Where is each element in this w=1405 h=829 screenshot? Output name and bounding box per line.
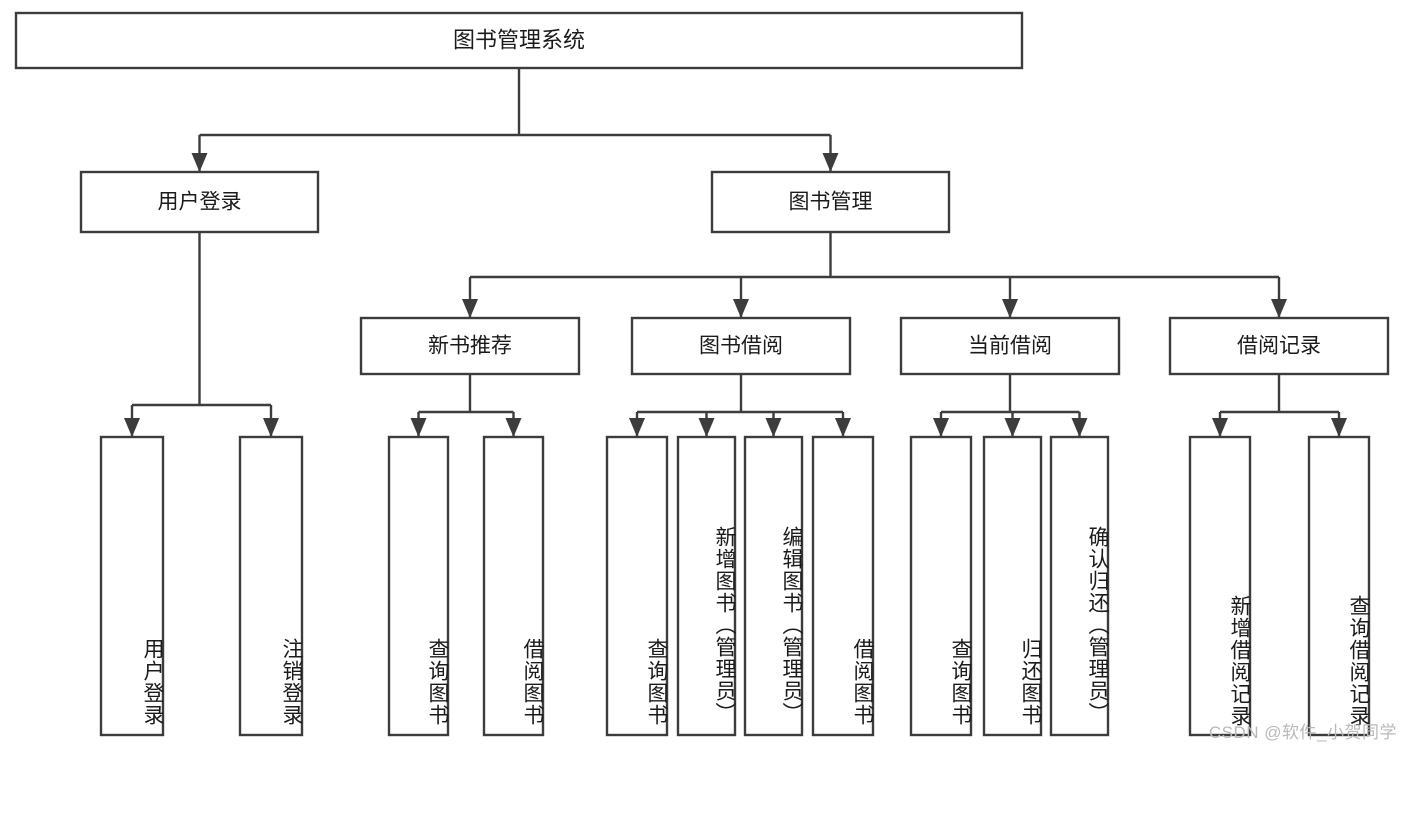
arrow-to-借阅记录-3: [1271, 299, 1287, 318]
node-leaf-查询图书-2[interactable]: [387, 435, 450, 737]
node-level2-图书管理-1[interactable]: 图书管理: [710, 170, 951, 234]
arrow-to-用户登录-0: [191, 153, 208, 172]
node-level3-借阅记录-3-label: 借阅记录: [1237, 335, 1321, 358]
node-level3-图书借阅-1-label: 图书借阅: [699, 335, 783, 358]
arrow-to-当前借阅-2: [1002, 299, 1018, 318]
node-leaf-注销登录-1[interactable]: [238, 435, 304, 737]
arrow-to-新书推荐-0: [462, 299, 478, 318]
node-leaf-查询图书-8[interactable]: [909, 435, 973, 737]
node-leaf-借阅图书-7[interactable]: [811, 435, 875, 737]
node-leaf-新增借阅记录-11[interactable]: [1188, 435, 1252, 737]
arrow-to-leaf: [835, 418, 851, 437]
node-level3-当前借阅-2-label: 当前借阅: [968, 335, 1052, 358]
node-level3-图书借阅-1-rect[interactable]: [630, 316, 852, 376]
node-level2-用户登录-0-label: 用户登录: [158, 191, 242, 214]
arrow-to-leaf: [410, 418, 427, 437]
node-level3-新书推荐-0-rect[interactable]: [359, 316, 581, 376]
node-level3-图书借阅-1[interactable]: 图书借阅: [630, 316, 852, 376]
node-leaf-用户登录-0[interactable]: [99, 435, 165, 737]
connector-layer: [124, 68, 1347, 437]
node-level3-新书推荐-0-label: 新书推荐: [428, 335, 512, 358]
node-level3-借阅记录-3-rect[interactable]: [1168, 316, 1390, 376]
node-level3-新书推荐-0[interactable]: 新书推荐: [359, 316, 581, 376]
node-leaf-归还图书-9[interactable]: [982, 435, 1043, 737]
node-leaf-借阅图书-3[interactable]: [482, 435, 545, 737]
arrow-to-leaf: [765, 418, 782, 437]
node-level2-用户登录-0[interactable]: 用户登录: [79, 170, 320, 234]
arrow-to-leaf: [698, 418, 715, 437]
node-level3-借阅记录-3[interactable]: 借阅记录: [1168, 316, 1390, 376]
node-root-label: 图书管理系统: [453, 27, 585, 52]
arrow-to-leaf: [124, 418, 140, 437]
arrow-to-图书管理-1: [822, 153, 839, 172]
arrow-to-leaf: [1212, 418, 1228, 437]
node-root[interactable]: 图书管理系统: [14, 11, 1024, 70]
node-leaf-确认归还管理员-10[interactable]: [1049, 435, 1110, 737]
node-level2-图书管理-1-label: 图书管理: [789, 191, 873, 214]
node-leaf-新增图书管理员-5[interactable]: [676, 435, 737, 737]
watermark: CSDN @软件_小贺同学: [1208, 723, 1397, 742]
node-level3-当前借阅-2[interactable]: 当前借阅: [899, 316, 1121, 376]
node-root-rect[interactable]: [14, 11, 1024, 70]
arrow-to-leaf: [1071, 418, 1088, 437]
node-level3-当前借阅-2-rect[interactable]: [899, 316, 1121, 376]
arrow-to-leaf: [933, 418, 949, 437]
arrow-to-leaf: [505, 418, 522, 437]
node-leaf-查询借阅记录-12[interactable]: [1307, 435, 1371, 737]
node-level2-用户登录-0-rect[interactable]: [79, 170, 320, 234]
arrow-to-leaf: [263, 418, 279, 437]
system-architecture-diagram: 图书管理系统用户登录图书管理新书推荐图书借阅当前借阅借阅记录 用户登录注销登录查…: [14, 11, 1397, 742]
node-leaf-编辑图书管理员-6[interactable]: [743, 435, 804, 737]
node-leaf-查询图书-4[interactable]: [605, 435, 669, 737]
arrow-to-leaf: [1331, 418, 1347, 437]
arrow-to-leaf: [629, 418, 645, 437]
node-level2-图书管理-1-rect[interactable]: [710, 170, 951, 234]
arrow-to-图书借阅-1: [733, 299, 749, 318]
arrow-to-leaf: [1004, 418, 1021, 437]
